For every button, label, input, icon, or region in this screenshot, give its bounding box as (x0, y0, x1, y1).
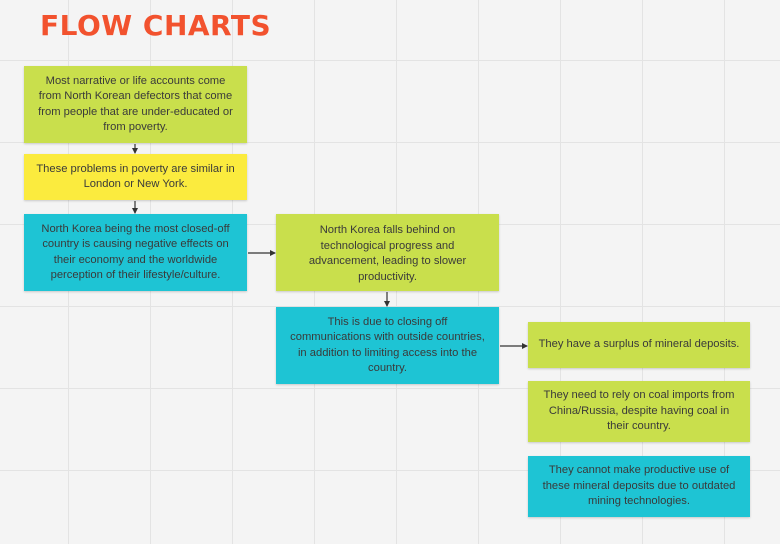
note-outdated-mining[interactable]: They cannot make productive use of these… (528, 456, 750, 517)
note-defector-accounts-text: Most narrative or life accounts come fro… (38, 74, 233, 134)
note-coal-imports[interactable]: They need to rely on coal imports from C… (528, 381, 750, 442)
note-technological-progress[interactable]: North Korea falls behind on technologica… (276, 214, 499, 291)
note-technological-progress-text: North Korea falls behind on technologica… (308, 224, 467, 283)
note-poverty-comparison[interactable]: These problems in poverty are similar in… (24, 154, 247, 200)
note-closed-off-country-text: North Korea being the most closed-off co… (41, 222, 230, 282)
note-closing-communications[interactable]: This is due to closing off communication… (276, 307, 499, 384)
note-defector-accounts[interactable]: Most narrative or life accounts come fro… (24, 66, 247, 143)
page-title: FLOW CHARTS (40, 9, 272, 42)
note-closed-off-country[interactable]: North Korea being the most closed-off co… (24, 214, 247, 291)
note-closing-communications-text: This is due to closing off communication… (290, 315, 485, 375)
note-coal-imports-text: They need to rely on coal imports from C… (543, 389, 735, 433)
note-poverty-comparison-text: These problems in poverty are similar in… (36, 162, 235, 191)
note-mineral-surplus-text: They have a surplus of mineral deposits. (538, 338, 740, 351)
note-mineral-surplus[interactable]: They have a surplus of mineral deposits. (528, 322, 750, 368)
note-outdated-mining-text: They cannot make productive use of these… (542, 464, 736, 508)
